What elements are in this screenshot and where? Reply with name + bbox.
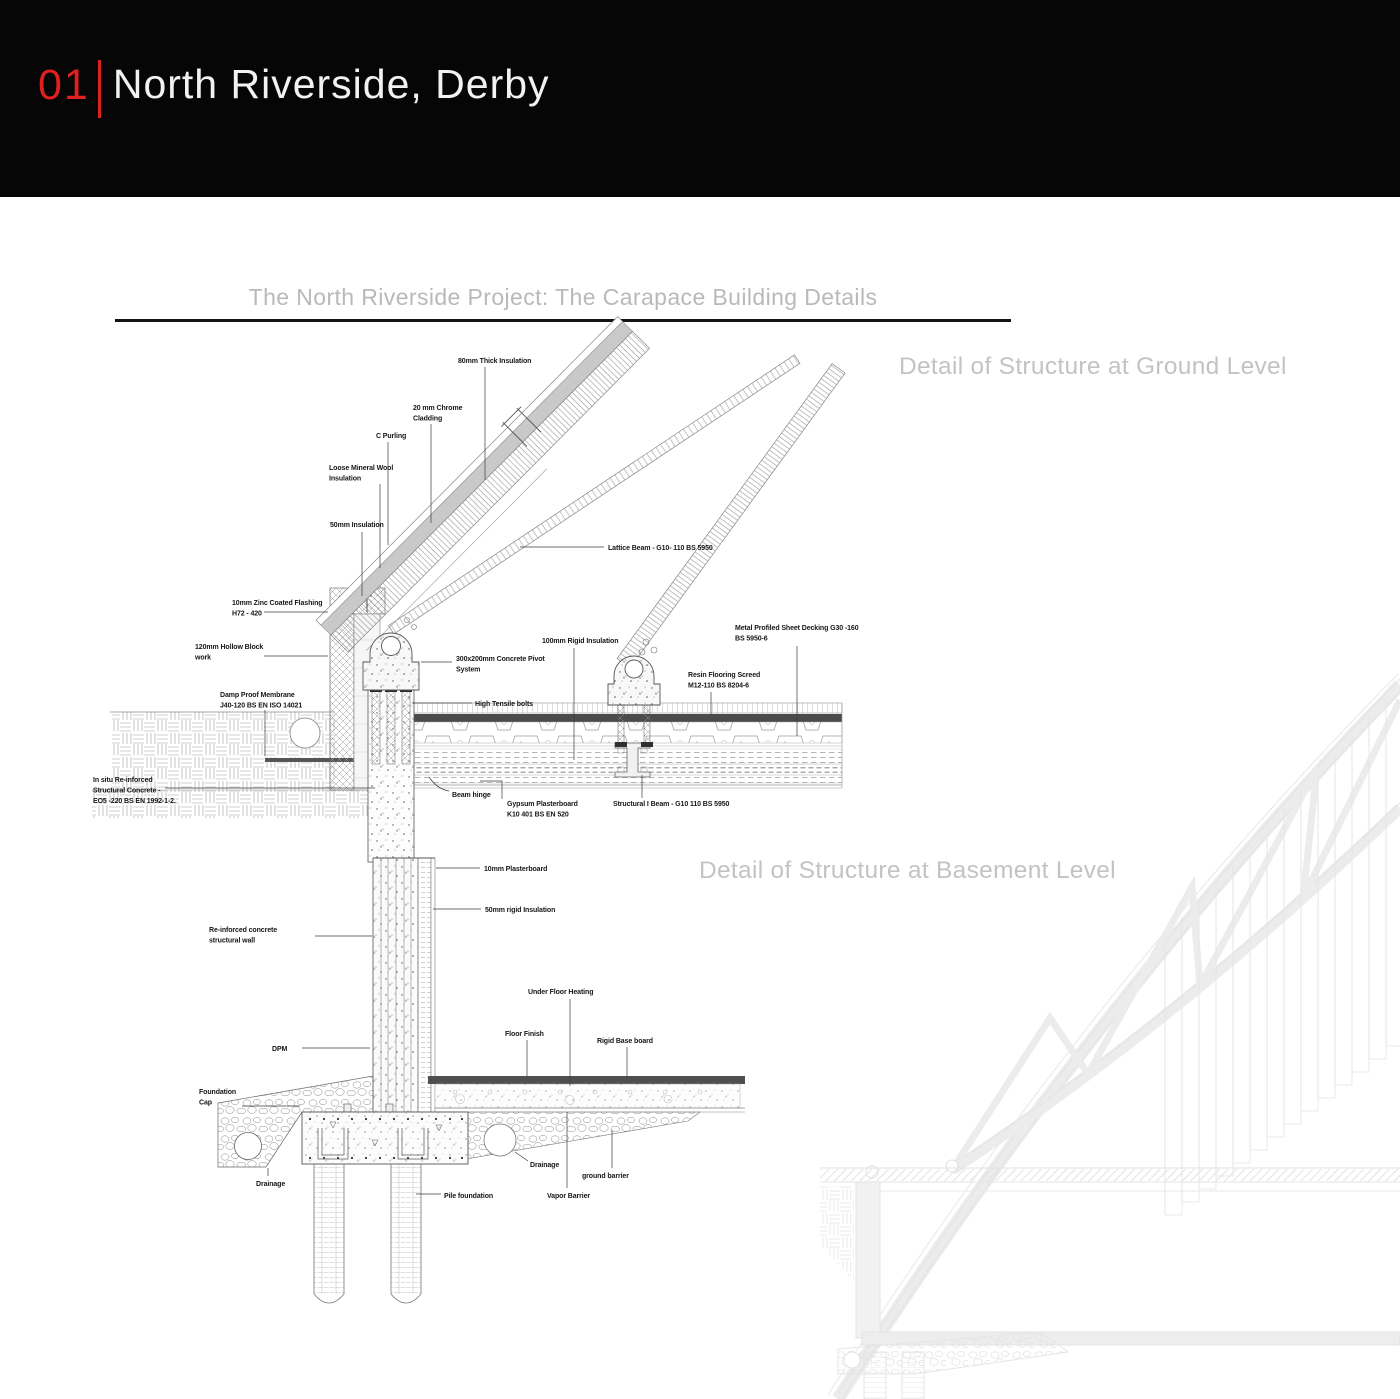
dpm-membrane: [265, 758, 372, 762]
label-ground-barrier: ground barrier: [582, 1173, 629, 1180]
basement-detail-drawing: 10mm Plasterboard 50mm rigid Insulation …: [199, 857, 745, 1304]
faint-ground-section: [820, 1167, 1400, 1399]
red-divider: [97, 60, 101, 118]
label-drainage-right: Drainage: [530, 1162, 559, 1169]
roof-buildup: [315, 316, 651, 653]
label-high-tensile-bolts: High Tensile bolts: [475, 701, 533, 708]
ground-section-heading: Detail of Structure at Ground Level: [899, 353, 1287, 380]
label-lattice-beam: Lattice Beam - G10- 110 BS 5950: [608, 545, 713, 552]
pile-foundations: [313, 1164, 422, 1304]
faint-arch-truss: [827, 673, 1400, 1399]
label-50mm-insulation: 50mm Insulation: [330, 522, 384, 529]
lattice-beam-1: [387, 354, 801, 635]
ground-detail-drawing: 80mm Thick Insulation 20 mm ChromeCladdi…: [92, 316, 859, 863]
slide-number: 01: [38, 61, 90, 109]
basement-wall: [372, 857, 436, 1113]
label-50mm-rigid-insulation: 50mm rigid Insulation: [485, 907, 555, 914]
hardcore-bed: [436, 1111, 701, 1165]
label-c-purling: C Purling: [376, 433, 406, 440]
label-dpm: DPM: [272, 1046, 288, 1053]
basement-section-heading: Detail of Structure at Basement Level: [699, 857, 1116, 884]
leader-lines-basement: [242, 867, 628, 1195]
title-underline: [115, 319, 1011, 322]
label-drainage-left: Drainage: [256, 1181, 285, 1188]
concrete-pivot-2: [607, 655, 661, 747]
label-100mm-rigid-insulation: 100mm Rigid Insulation: [542, 638, 618, 645]
label-beam-hinge: Beam hinge: [452, 792, 491, 799]
leader-lines-ground: [165, 367, 798, 799]
label-structural-i-beam: Structural I Beam - G10 110 BS 5950: [613, 801, 730, 808]
drainage-pipe-left: [234, 1132, 262, 1160]
label-vapor-barrier: Vapor Barrier: [547, 1193, 590, 1200]
structural-i-beam: [614, 742, 651, 778]
label-rigid-base-board: Rigid Base board: [597, 1038, 653, 1045]
label-under-floor-heating: Under Floor Heating: [528, 989, 593, 996]
label-floor-finish: Floor Finish: [505, 1031, 544, 1038]
page-title: The North Riverside Project: The Carapac…: [248, 284, 878, 310]
concrete-pivot-1: [362, 632, 420, 863]
header-band: 01 North Riverside, Derby: [0, 0, 1400, 197]
floor-finish-band: [428, 1076, 745, 1084]
basement-floor: [428, 1076, 745, 1165]
label-80mm-thick-insulation: 80mm Thick Insulation: [458, 358, 531, 365]
drainage-pipe-right: [483, 1123, 517, 1157]
resin-screed-band: [414, 714, 842, 722]
label-pile-foundation: Pile foundation: [444, 1193, 493, 1200]
label-10mm-plasterboard: 10mm Plasterboard: [484, 866, 547, 873]
labels-basement: 10mm Plasterboard 50mm rigid Insulation …: [199, 866, 653, 1200]
foundation-block: [301, 1103, 469, 1165]
project-title: North Riverside, Derby: [112, 61, 550, 107]
